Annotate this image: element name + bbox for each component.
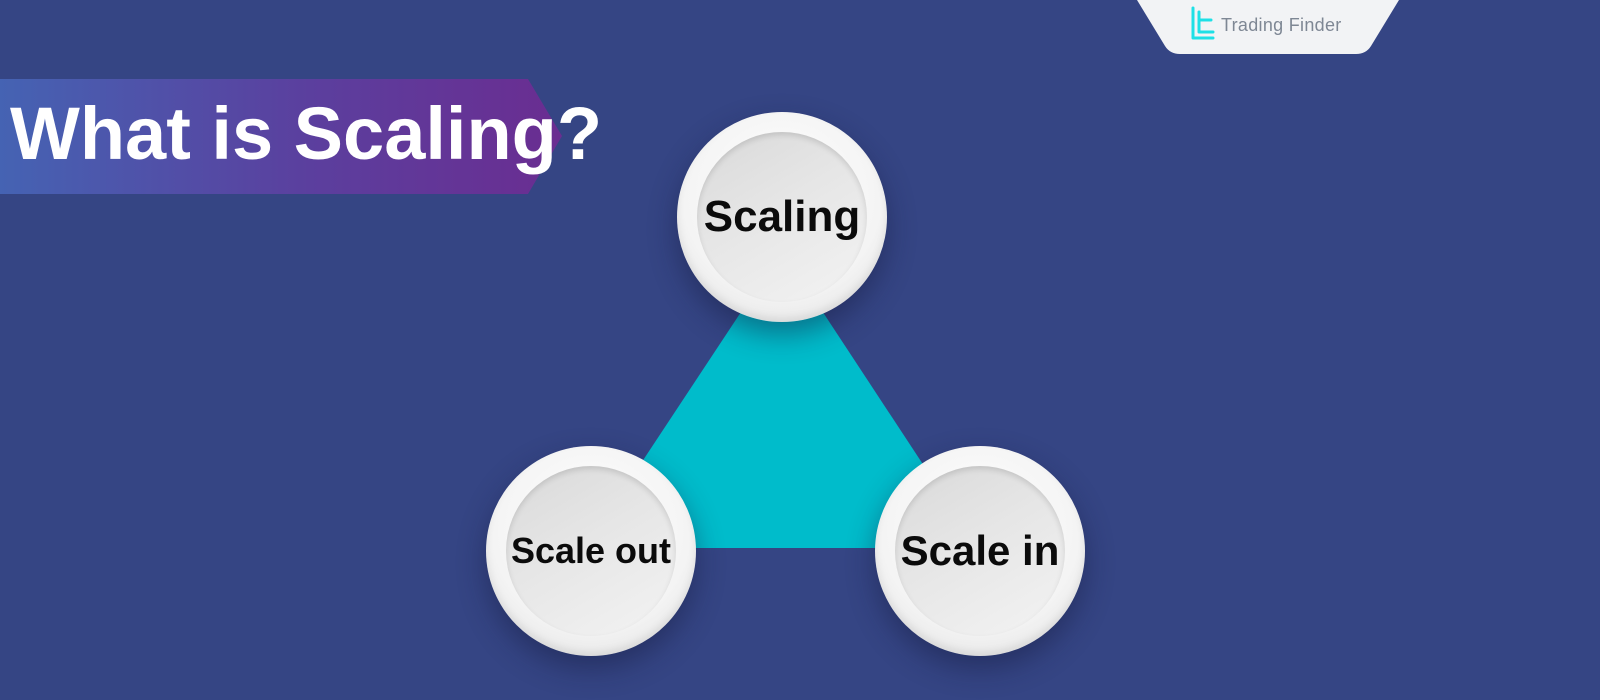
node-scaling: Scaling (677, 112, 887, 322)
page-title: What is Scaling? (10, 92, 603, 175)
node-inner-disc (895, 466, 1065, 636)
connector-triangle (585, 250, 978, 548)
brand-name: Trading Finder (1221, 15, 1342, 35)
brand-tab-background (1137, 0, 1399, 54)
node-inner-disc (697, 132, 867, 302)
node-label-scale-in: Scale in (900, 527, 1060, 574)
trading-finder-logo-icon (1191, 6, 1215, 40)
title-banner: What is Scaling? (0, 79, 602, 194)
node-inner-disc (506, 466, 676, 636)
node-label-scale-out: Scale out (510, 530, 672, 571)
title-banner-background (0, 79, 562, 194)
node-label-scaling: Scaling (703, 192, 861, 241)
node-scale-out: Scale out (486, 446, 696, 656)
brand-tab: Trading Finder (1137, 0, 1399, 54)
node-scale-in: Scale in (875, 446, 1085, 656)
